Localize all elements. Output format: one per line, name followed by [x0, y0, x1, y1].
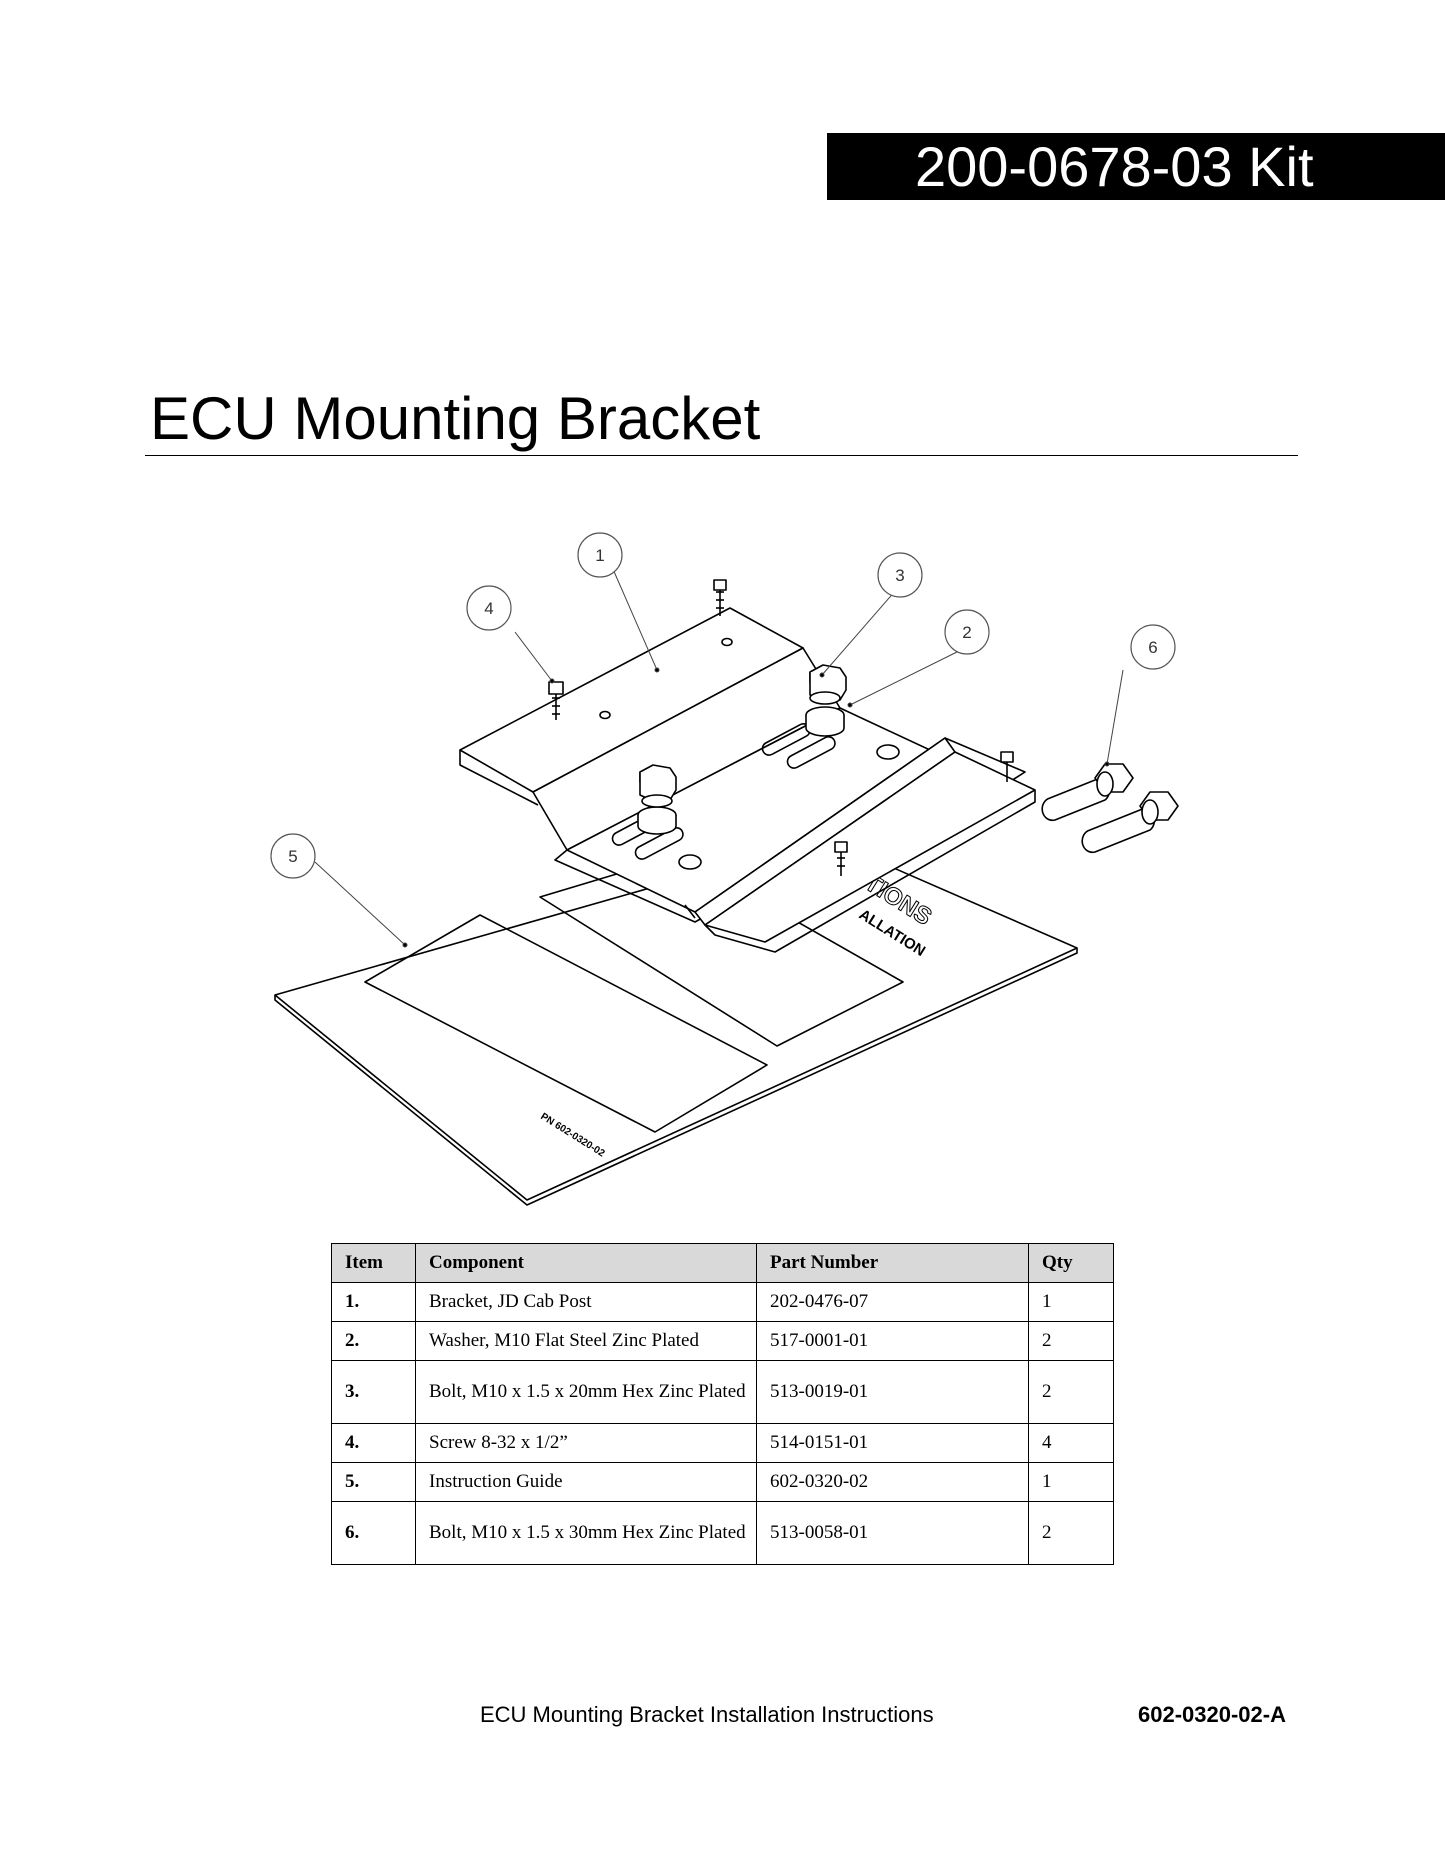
part-number: 513-0058-01: [756, 1501, 1029, 1565]
hex-bolt-m10-30mm: [1041, 763, 1134, 822]
component-name: Instruction Guide: [415, 1462, 757, 1502]
column-header-item: Item: [331, 1243, 416, 1283]
table-header-row: Item Component Part Number Qty: [331, 1243, 1114, 1283]
callout-2-circle: [944, 609, 990, 655]
item-number: 4.: [331, 1423, 416, 1463]
component-name: Bolt, M10 x 1.5 x 20mm Hex Zinc Plated: [415, 1360, 757, 1424]
table-row: 3. Bolt, M10 x 1.5 x 20mm Hex Zinc Plate…: [331, 1360, 1114, 1424]
part-number: 517-0001-01: [756, 1321, 1029, 1361]
component-name: Bolt, M10 x 1.5 x 30mm Hex Zinc Plated: [415, 1501, 757, 1565]
callout-6: 6: [1148, 638, 1157, 657]
callout-5-circle: [270, 833, 316, 879]
quantity: 4: [1028, 1423, 1114, 1463]
callout-3-circle: [877, 552, 923, 598]
screw-8-32-second: [548, 681, 564, 720]
table-row: 5. Instruction Guide 602-0320-02 1: [331, 1462, 1114, 1502]
item-number: 3.: [331, 1360, 416, 1424]
component-name: Bracket, JD Cab Post: [415, 1282, 757, 1322]
kit-number-banner: 200-0678-03 Kit: [827, 133, 1445, 200]
component-name: Washer, M10 Flat Steel Zinc Plated: [415, 1321, 757, 1361]
screw-8-32-third: [1000, 751, 1014, 782]
footer-document-number: 602-0320-02-A: [1138, 1702, 1286, 1727]
screw-8-32: [713, 579, 727, 616]
parts-list-table: Item Component Part Number Qty 1. Bracke…: [331, 1243, 1114, 1565]
screw-8-32-fourth: [834, 841, 848, 876]
column-header-part-number: Part Number: [756, 1243, 1029, 1283]
hex-bolt-m10-30mm-second: [1081, 791, 1179, 854]
mounting-plate: [684, 737, 1036, 953]
hex-bolt-m10-20mm-second: [637, 764, 677, 835]
column-header-component: Component: [415, 1243, 757, 1283]
kit-number: 200-0678-03 Kit: [915, 135, 1314, 198]
callout-1-circle: [577, 532, 623, 578]
callout-1: 1: [595, 546, 604, 565]
callout-5: 5: [288, 847, 297, 866]
part-number: 513-0019-01: [756, 1360, 1029, 1424]
item-number: 1.: [331, 1282, 416, 1322]
bracket-jd-cab-post: [459, 607, 961, 923]
table-row: 6. Bolt, M10 x 1.5 x 30mm Hex Zinc Plate…: [331, 1501, 1114, 1565]
bracket-slots: [599, 637, 961, 870]
callout-3: 3: [895, 566, 904, 585]
part-number: 602-0320-02: [756, 1462, 1029, 1502]
table-row: 1. Bracket, JD Cab Post 202-0476-07 1: [331, 1282, 1114, 1322]
item-number: 2.: [331, 1321, 416, 1361]
callout-6-circle: [1130, 624, 1176, 670]
part-number: 514-0151-01: [756, 1423, 1029, 1463]
part-number: 202-0476-07: [756, 1282, 1029, 1322]
quantity: 2: [1028, 1501, 1114, 1565]
page-title: ECU Mounting Bracket: [150, 385, 761, 452]
column-header-qty: Qty: [1028, 1243, 1114, 1283]
hex-bolt-m10-20mm: [805, 664, 847, 737]
title-divider: [145, 455, 1298, 456]
item-number: 5.: [331, 1462, 416, 1502]
callout-2: 2: [962, 623, 971, 642]
item-number: 6.: [331, 1501, 416, 1565]
component-name: Screw 8-32 x 1/2”: [415, 1423, 757, 1463]
exploded-assembly-diagram: PN 602-0320-02 TIONS ALLATION: [270, 532, 1179, 1206]
quantity: 1: [1028, 1462, 1114, 1502]
table-row: 4. Screw 8-32 x 1/2” 514-0151-01 4: [331, 1423, 1114, 1463]
callout-4: 4: [484, 599, 493, 618]
footer-document-title: ECU Mounting Bracket Installation Instru…: [480, 1702, 934, 1727]
quantity: 1: [1028, 1282, 1114, 1322]
quantity: 2: [1028, 1360, 1114, 1424]
quantity: 2: [1028, 1321, 1114, 1361]
callout-4-circle: [466, 585, 512, 631]
table-row: 2. Washer, M10 Flat Steel Zinc Plated 51…: [331, 1321, 1114, 1361]
